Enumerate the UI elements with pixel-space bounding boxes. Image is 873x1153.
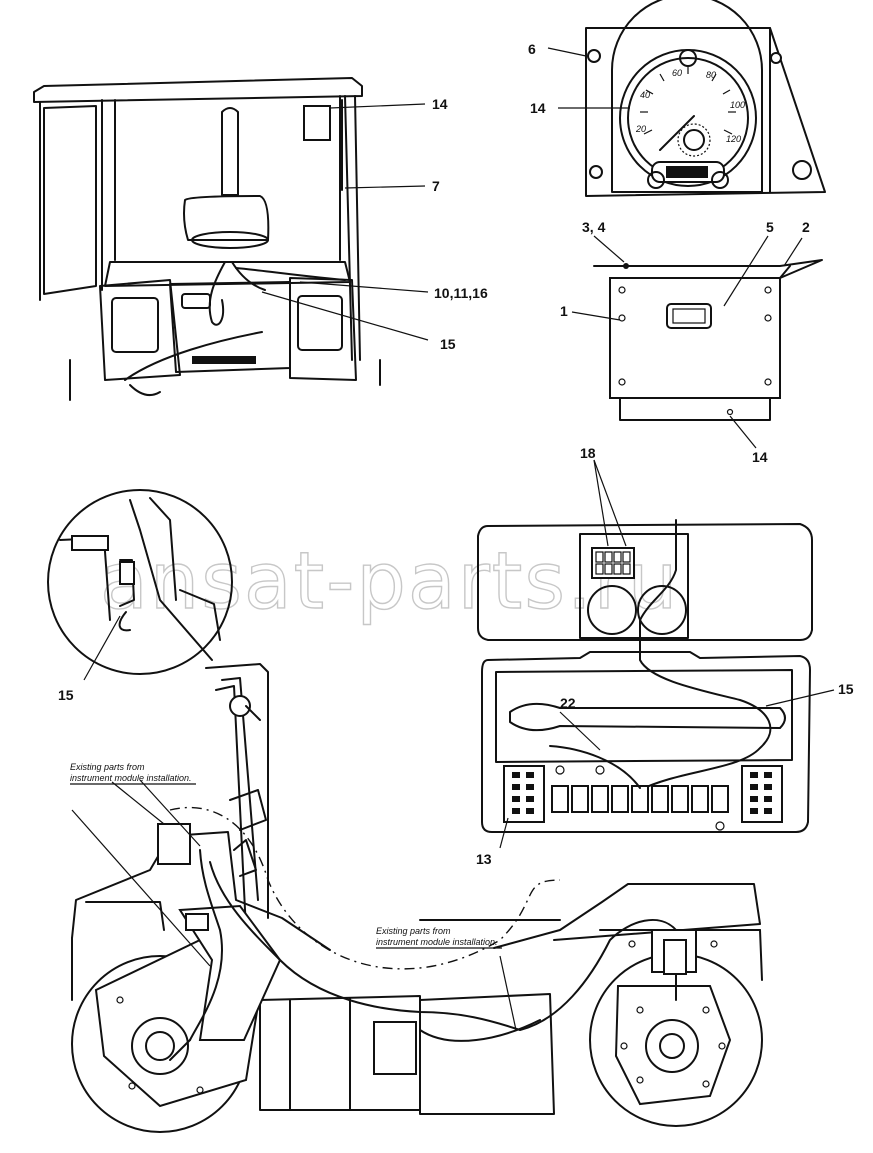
label-cab-10-11-16: 10,11,16 [434,285,488,301]
label-fuse-18: 18 [580,445,596,461]
label-box-15: 15 [838,681,854,697]
gauge-tick-label: 120 [726,134,741,144]
label-module-2: 2 [802,219,810,235]
screw-icon [589,165,603,179]
label-gauge-14: 14 [530,100,546,116]
instrument-module [571,235,823,449]
screw-icon [792,160,812,180]
roller-machine [71,663,763,1133]
note-existing-parts-2-line2: instrument module installation. [376,937,498,947]
label-box-22: 22 [560,695,576,711]
fuse-box-cover [477,459,813,791]
gauge-tick-label: 20 [635,124,646,134]
gauge-tick-label: 40 [640,90,650,100]
connector-icon [71,535,109,551]
label-detail-15: 15 [58,687,74,703]
note-existing-parts-2-line1: Existing parts from [376,926,451,936]
note-existing-parts-1-line2: instrument module installation. [70,773,192,783]
terminal-strip-icon [741,765,783,823]
gauge-tick-label: 60 [672,68,682,78]
watermark: ansat-parts.ru [100,537,679,627]
detail-circle [47,489,233,681]
fuse-block-icon [591,547,635,579]
gauge-tick-label: 100 [730,100,745,110]
label-module-5: 5 [766,219,774,235]
screw-icon [587,49,601,63]
fuse-box-base [481,651,835,849]
label-cab-7: 7 [432,178,440,194]
gauge-tick-label: 80 [706,70,716,80]
label-cab-15: 15 [440,336,456,352]
label-module-3-4: 3, 4 [582,219,606,235]
terminal-strip-icon [503,765,545,823]
gauge-panel: 20 40 60 80 100 120 [547,0,826,197]
label-module-1: 1 [560,303,568,319]
label-box-13: 13 [476,851,492,867]
label-module-14: 14 [752,449,768,465]
screw-icon [770,52,782,64]
label-cab-14: 14 [432,96,448,112]
note-existing-parts-1-line1: Existing parts from [70,762,145,772]
cab-view [33,77,429,401]
label-gauge-6: 6 [528,41,536,57]
connector-icon [666,303,712,329]
